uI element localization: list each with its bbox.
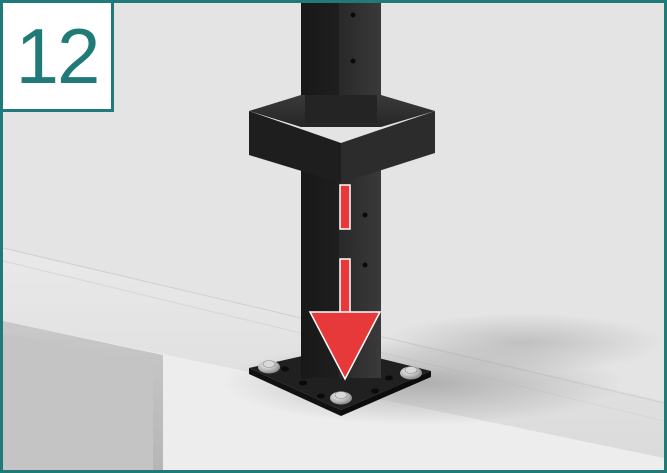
post-shadow [383,313,663,373]
bolt-left [258,361,280,374]
collar-opening [305,95,377,123]
bolt-right [400,367,422,380]
step-number-badge: 12 [3,3,114,112]
step-number: 12 [16,17,99,95]
bolt-front [330,392,352,405]
